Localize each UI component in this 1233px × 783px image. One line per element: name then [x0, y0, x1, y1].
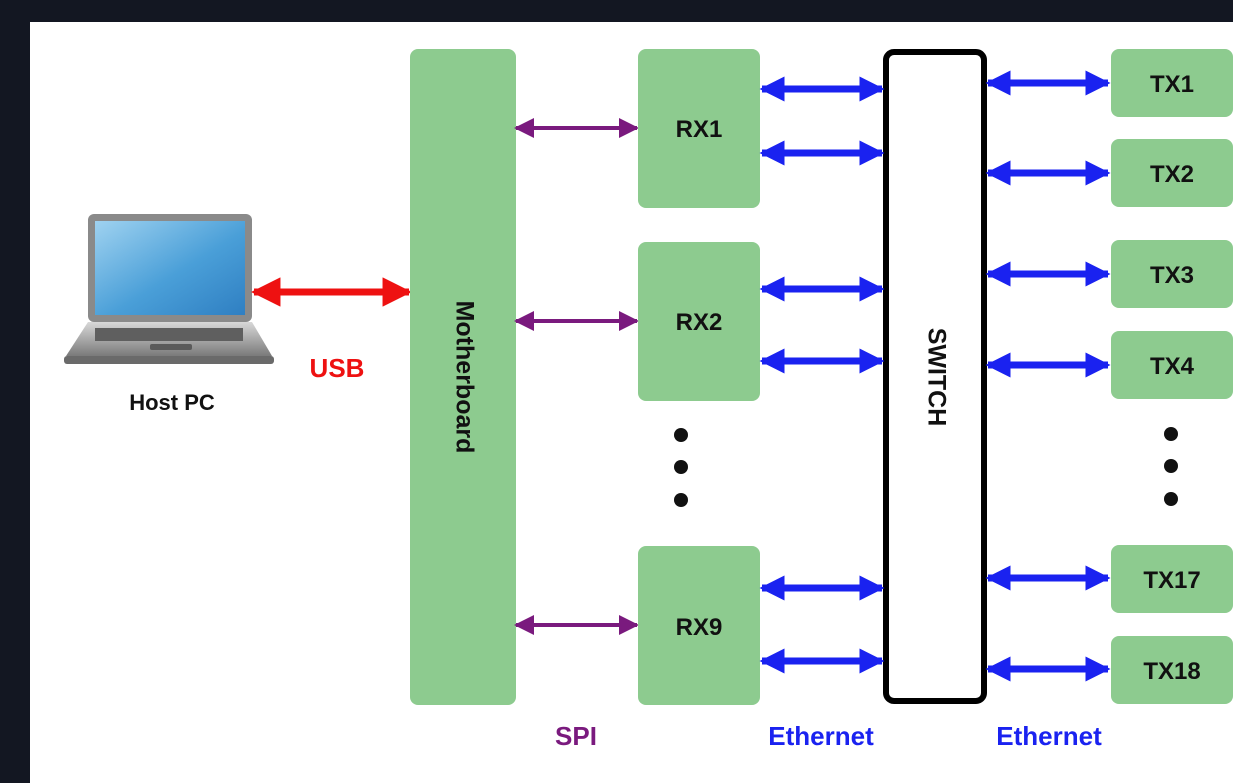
svg-text:TX4: TX4	[1150, 353, 1195, 380]
switch-label: SWITCH	[922, 328, 950, 427]
ethernet-label-right: Ethernet	[996, 721, 1102, 751]
rx-node-2: RX2	[638, 242, 760, 401]
svg-text:TX18: TX18	[1143, 658, 1200, 685]
usb-label: USB	[310, 353, 365, 383]
rx-node-9: RX9	[638, 546, 760, 705]
svg-text:RX2: RX2	[676, 309, 723, 336]
svg-text:TX3: TX3	[1150, 262, 1194, 289]
tx-node-17: TX17	[1111, 545, 1233, 613]
rx-ellipsis-dots	[674, 428, 688, 507]
tx-node-2: TX2	[1111, 139, 1233, 207]
motherboard-label: Motherboard	[450, 301, 478, 454]
rx-node-1: RX1	[638, 49, 760, 208]
motherboard-block	[410, 49, 516, 705]
tx-node-18: TX18	[1111, 636, 1233, 704]
host-pc-label: Host PC	[129, 390, 215, 415]
svg-text:RX9: RX9	[676, 614, 723, 641]
tx-node-3: TX3	[1111, 240, 1233, 308]
ethernet-label-left: Ethernet	[768, 721, 874, 751]
diagram-panel	[30, 22, 1233, 783]
ethernet-links-tx	[985, 70, 1111, 682]
svg-text:TX1: TX1	[1150, 71, 1194, 98]
laptop-icon	[64, 214, 274, 364]
svg-text:RX1: RX1	[676, 116, 723, 143]
spi-label: SPI	[555, 721, 597, 751]
ethernet-links-rx	[759, 76, 885, 674]
svg-text:TX2: TX2	[1150, 161, 1194, 188]
tx-ellipsis-dots	[1164, 427, 1178, 506]
spi-links	[514, 118, 639, 635]
tx-node-1: TX1	[1111, 49, 1233, 117]
switch-block	[883, 49, 987, 704]
tx-node-4: TX4	[1111, 331, 1233, 399]
svg-text:TX17: TX17	[1143, 567, 1200, 594]
